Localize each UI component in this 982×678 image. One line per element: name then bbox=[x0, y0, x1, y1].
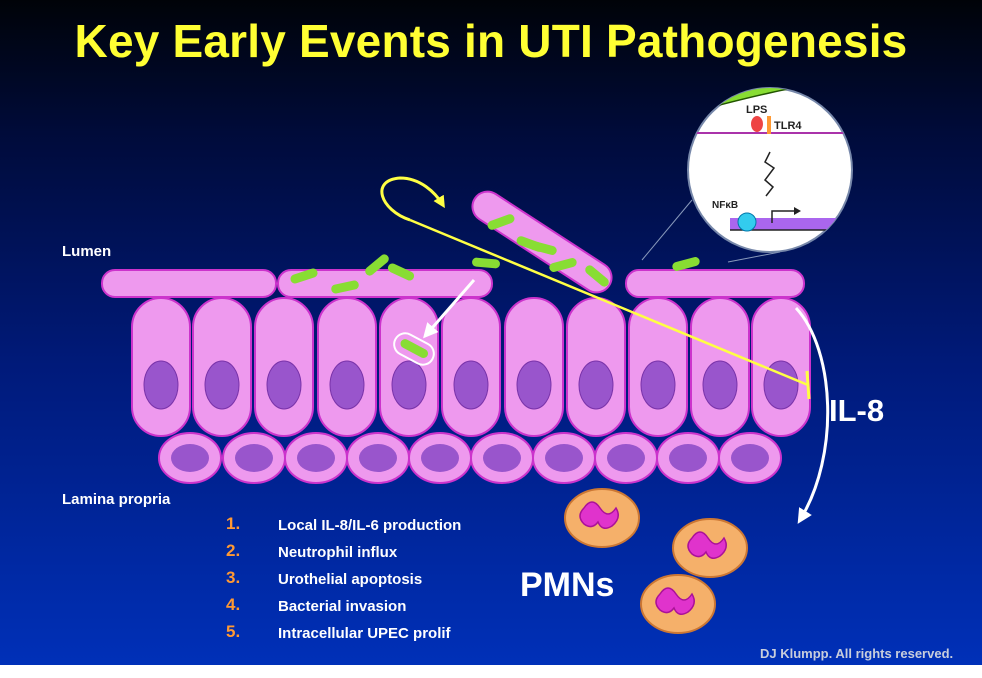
nucleus bbox=[578, 360, 614, 410]
nucleus bbox=[640, 360, 676, 410]
bottom-strip bbox=[0, 665, 982, 678]
nucleus bbox=[669, 444, 707, 472]
pmn-group bbox=[564, 488, 748, 634]
nucleus bbox=[329, 360, 365, 410]
intermediate-cell-layer bbox=[131, 297, 811, 437]
signal-arc-arrow bbox=[380, 176, 445, 222]
tlr4-label: TLR4 bbox=[774, 120, 802, 132]
umbrella-cell-layer bbox=[101, 269, 805, 298]
nucleus bbox=[235, 444, 273, 472]
event-text: Neutrophil influx bbox=[278, 544, 398, 561]
lamina-propria-label: Lamina propria bbox=[62, 491, 171, 508]
bacterium bbox=[516, 236, 544, 252]
signal-line-bar bbox=[805, 370, 811, 400]
nucleus bbox=[391, 360, 427, 410]
event-text: Local IL-8/IL-6 production bbox=[278, 517, 462, 534]
nucleus bbox=[204, 360, 240, 410]
pmn-neutrophil bbox=[640, 574, 716, 634]
slide-title: Key Early Events in UTI Pathogenesis bbox=[74, 15, 908, 67]
lps-label: LPS bbox=[746, 104, 767, 116]
pmn-neutrophil bbox=[564, 488, 640, 548]
nucleus bbox=[731, 444, 769, 472]
il8-label: IL-8 bbox=[829, 393, 885, 428]
nucleus bbox=[266, 360, 302, 410]
bacterium bbox=[331, 280, 359, 294]
bacterium bbox=[585, 265, 609, 287]
bacterium bbox=[290, 268, 318, 284]
signal-line bbox=[409, 218, 809, 387]
bacterium bbox=[549, 258, 577, 272]
bacterium bbox=[672, 257, 700, 271]
bacterium bbox=[365, 254, 389, 276]
lumen-label: Lumen bbox=[62, 243, 112, 260]
event-number: 5. bbox=[226, 622, 241, 641]
event-text: Bacterial invasion bbox=[278, 598, 407, 615]
intracellular-bacterium bbox=[393, 332, 435, 366]
pmn-neutrophil bbox=[672, 518, 748, 578]
event-text: Intracellular UPEC prolif bbox=[278, 625, 451, 642]
signal-zigzag bbox=[763, 151, 776, 197]
event-number: 1. bbox=[226, 514, 241, 533]
nucleus bbox=[545, 444, 583, 472]
nucleus bbox=[483, 444, 521, 472]
nfkb-label: NFκB bbox=[712, 200, 738, 211]
invasion-arrow bbox=[423, 279, 476, 339]
bacteria-group bbox=[290, 214, 700, 294]
nucleus bbox=[763, 360, 799, 410]
pmns-label: PMNs bbox=[520, 566, 615, 604]
umbrella-cell-right bbox=[625, 269, 805, 298]
nucleus bbox=[171, 444, 209, 472]
nucleus bbox=[421, 444, 459, 472]
transcription-arrow bbox=[794, 207, 801, 215]
nucleus bbox=[297, 444, 335, 472]
nucleus bbox=[607, 444, 645, 472]
credit-text: DJ Klumpp. All rights reserved. bbox=[760, 646, 954, 661]
tlr4-signaling-inset: LPS TLR4 NFκB bbox=[687, 87, 853, 253]
nfkb-molecule bbox=[737, 212, 757, 232]
zoom-line-right bbox=[727, 251, 781, 263]
nucleus bbox=[702, 360, 738, 410]
lps-molecule bbox=[751, 116, 763, 132]
il8-secretion-arrow bbox=[794, 306, 830, 524]
zoom-line-left bbox=[641, 199, 693, 261]
nucleus bbox=[143, 360, 179, 410]
nucleus bbox=[453, 360, 489, 410]
umbrella-cell-left bbox=[101, 269, 277, 298]
bacterium bbox=[487, 214, 515, 230]
tlr4-receptor bbox=[767, 116, 771, 134]
event-number: 2. bbox=[226, 541, 241, 560]
bacterium bbox=[472, 257, 500, 269]
event-number: 3. bbox=[226, 568, 241, 587]
nucleus bbox=[359, 444, 397, 472]
event-text: Urothelial apoptosis bbox=[278, 571, 423, 588]
nucleus bbox=[516, 360, 552, 410]
event-number: 4. bbox=[226, 595, 241, 614]
basal-cell-layer bbox=[158, 432, 782, 484]
bacterium bbox=[387, 263, 415, 281]
